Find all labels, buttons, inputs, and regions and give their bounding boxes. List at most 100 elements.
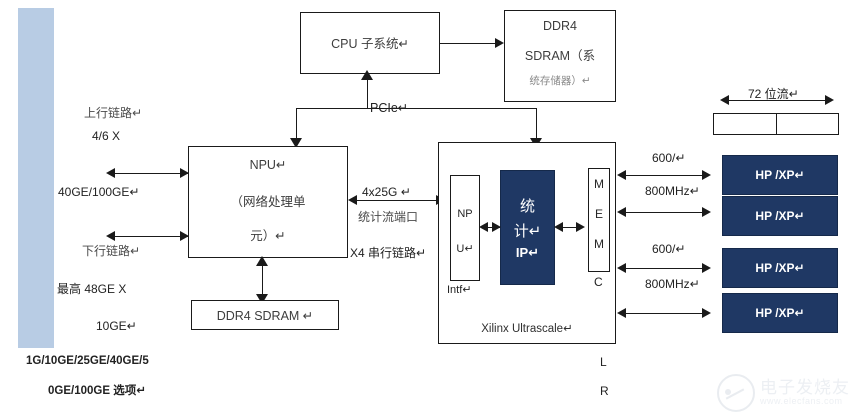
memory-block-3: HP /XP↵ bbox=[722, 248, 838, 288]
npu-ddr4-sdram-block: DDR4 SDRAM ↵ bbox=[191, 300, 339, 330]
uplink-rate-1: 4/6 X bbox=[92, 129, 121, 143]
uplink-arrowhead-left bbox=[106, 168, 115, 178]
port-options-line2: 0GE/100GE 选项↵ bbox=[48, 385, 146, 397]
label-l: L bbox=[600, 355, 607, 369]
mem-arrowhead-right-1 bbox=[702, 170, 711, 180]
npu-to-ddr4-arrowhead-up bbox=[256, 256, 268, 266]
mem-clock-1b: 800MHz↵ bbox=[645, 184, 700, 198]
memc-letter-m2: M bbox=[594, 237, 604, 251]
system-sdram-block: DDR4 SDRAM（系 统存储器）↵ bbox=[504, 10, 616, 102]
statistics-ip-line2: 计↵ bbox=[513, 222, 542, 240]
bus-width-indicator bbox=[713, 113, 839, 135]
label-r: R bbox=[600, 384, 609, 398]
npu-to-ddr4-line bbox=[262, 262, 263, 298]
mem-arrowhead-left-3 bbox=[617, 263, 626, 273]
mem-arrow-line-1 bbox=[624, 175, 708, 176]
npu-intf-line1: NP bbox=[457, 208, 473, 220]
mem-arrowhead-right-4 bbox=[702, 308, 711, 318]
uplink-arrowhead-right bbox=[180, 168, 189, 178]
npu-block: NPU↵ （网络处理单 元）↵ bbox=[188, 146, 348, 258]
pcie-to-npu-line bbox=[296, 108, 297, 142]
serial-link-label: X4 串行链路↵ bbox=[350, 246, 427, 260]
bus-width-cell-right bbox=[777, 114, 839, 134]
statip-to-memc-arrowhead-right bbox=[576, 222, 585, 232]
uplink-arrow-line bbox=[113, 173, 188, 174]
npu-line1: NPU↵ bbox=[249, 158, 287, 172]
cpu-to-sysmem-line bbox=[440, 43, 496, 44]
memory-block-4: HP /XP↵ bbox=[722, 293, 838, 333]
mem-arrow-line-3 bbox=[624, 268, 708, 269]
mem-clock-1a: 600/↵ bbox=[652, 151, 686, 165]
bus-72bit-label: 72 位流↵ bbox=[748, 87, 799, 101]
watermark-logo-icon bbox=[717, 374, 755, 412]
mem-arrowhead-left-1 bbox=[617, 170, 626, 180]
pcie-bus-line bbox=[296, 108, 536, 109]
memc-letter-c: C bbox=[594, 275, 603, 289]
stat-port-label: 统计流端口 bbox=[358, 210, 419, 224]
bus-72bit-arrowhead-left bbox=[720, 95, 729, 105]
memory-block-2-label: HP /XP↵ bbox=[755, 209, 805, 223]
link-4x25g-label: 4x25G ↵ bbox=[362, 185, 411, 199]
memc-block: M E M bbox=[588, 168, 610, 272]
mem-arrowhead-left-2 bbox=[617, 207, 626, 217]
watermark-cn-text: 电子发烧友 bbox=[760, 378, 850, 398]
cpu-subsystem-block: CPU 子系统↵ bbox=[300, 12, 440, 74]
intf-to-statip-arrowhead-right bbox=[492, 222, 501, 232]
pcie-to-cpu-line bbox=[367, 76, 368, 108]
memory-block-2: HP /XP↵ bbox=[722, 196, 838, 236]
npu-line3: 元）↵ bbox=[250, 229, 286, 243]
mem-clock-2b: 800MHz↵ bbox=[645, 277, 700, 291]
left-accent-bar bbox=[18, 8, 54, 348]
pcie-to-fpga-line bbox=[536, 108, 537, 142]
downlink-arrow-line bbox=[113, 236, 188, 237]
statip-to-memc-line bbox=[560, 227, 582, 228]
memory-block-1: HP /XP↵ bbox=[722, 155, 838, 195]
mem-arrowhead-right-2 bbox=[702, 207, 711, 217]
downlink-rate-2: 10GE↵ bbox=[96, 319, 137, 333]
port-options-line1: 1G/10GE/25GE/40GE/5 bbox=[26, 355, 149, 367]
downlink-title: 下行链路↵ bbox=[82, 244, 141, 258]
system-sdram-line3: 统存储器）↵ bbox=[529, 75, 591, 87]
npu-to-ddr4-arrowhead-down bbox=[256, 294, 268, 304]
statistics-ip-line1: 统 bbox=[519, 197, 535, 215]
bus-width-cell-left bbox=[714, 114, 777, 134]
mem-arrowhead-left-4 bbox=[617, 308, 626, 318]
watermark-url-text: www.elecfans.com bbox=[760, 396, 843, 407]
memc-letter-m1: M bbox=[594, 177, 604, 191]
memory-block-3-label: HP /XP↵ bbox=[755, 261, 805, 275]
npu-intf-line2: U↵ bbox=[456, 243, 474, 255]
npu-ddr4-sdram-label: DDR4 SDRAM ↵ bbox=[216, 309, 314, 323]
system-sdram-line1: DDR4 bbox=[542, 19, 578, 33]
watermark: 电子发烧友 www.elecfans.com bbox=[717, 374, 850, 412]
downlink-arrowhead-left bbox=[106, 231, 115, 241]
memory-block-1-label: HP /XP↵ bbox=[755, 168, 805, 182]
mem-clock-2a: 600/↵ bbox=[652, 242, 686, 256]
cpu-subsystem-label: CPU 子系统↵ bbox=[331, 37, 409, 51]
npu-fpga-link-line bbox=[355, 200, 443, 201]
memory-block-4-label: HP /XP↵ bbox=[755, 306, 805, 320]
mem-arrowhead-right-3 bbox=[702, 263, 711, 273]
statip-to-memc-arrowhead-left bbox=[554, 222, 563, 232]
downlink-rate-1: 最高 48GE X bbox=[57, 282, 127, 296]
system-sdram-line2: SDRAM（系 bbox=[524, 49, 596, 63]
mem-arrow-line-4 bbox=[624, 313, 708, 314]
npu-line2: （网络处理单 bbox=[230, 195, 306, 209]
statistics-ip-block: 统 计↵ IP↵ bbox=[500, 170, 555, 285]
memc-letter-e: E bbox=[594, 207, 603, 221]
mem-arrow-line-2 bbox=[624, 212, 708, 213]
pcie-label: PCIe↵ bbox=[370, 101, 409, 115]
bus-72bit-arrowhead-right bbox=[825, 95, 834, 105]
npu-fpga-arrowhead-left bbox=[348, 195, 357, 205]
bus-72bit-line bbox=[727, 100, 832, 101]
downlink-arrowhead-right bbox=[180, 231, 189, 241]
pcie-to-cpu-arrowhead bbox=[361, 70, 373, 80]
npu-intf-caption: Intf↵ bbox=[447, 284, 472, 296]
pcie-to-npu-arrowhead bbox=[290, 138, 302, 148]
fpga-label: Xilinx Ultrascale↵ bbox=[481, 323, 573, 335]
intf-to-statip-arrowhead-left bbox=[479, 222, 488, 232]
uplink-rate-2: 40GE/100GE↵ bbox=[58, 185, 140, 199]
statistics-ip-line3: IP↵ bbox=[515, 244, 540, 260]
npu-intf-block: NP U↵ bbox=[450, 175, 480, 281]
cpu-to-sysmem-arrowhead bbox=[495, 38, 504, 48]
